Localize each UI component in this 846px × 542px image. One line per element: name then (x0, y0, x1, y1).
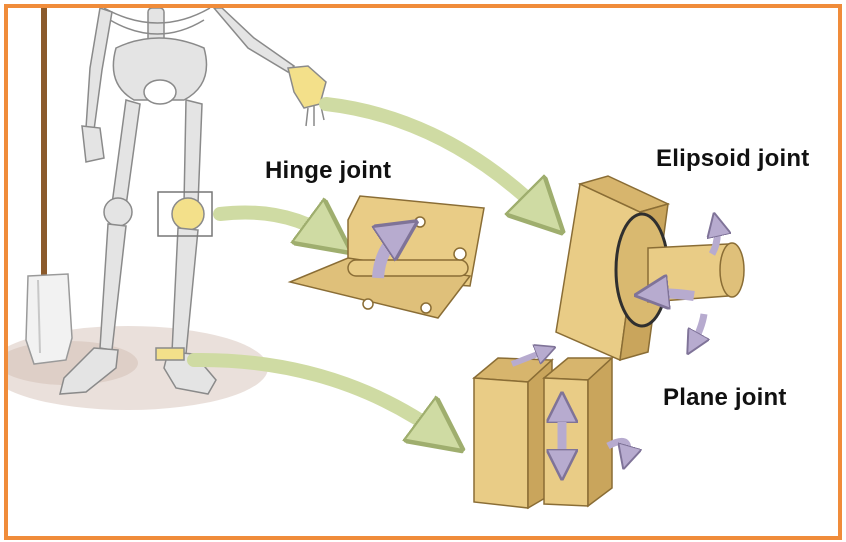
arrow-ankle-to-plane (187, 352, 446, 438)
hinge-joint-icon (287, 195, 485, 319)
arrow-hand-to-ellipsoid (319, 97, 548, 218)
diagram-frame: Hinge joint Elipsoid joint Plane joint (4, 4, 842, 540)
shovel-icon (25, 8, 73, 365)
plane-joint-icon (472, 350, 628, 510)
ellipsoid-joint-label: Elipsoid joint (656, 145, 810, 172)
connector-arrows (187, 97, 548, 438)
plane-joint-label: Plane joint (663, 384, 787, 411)
ellipsoid-joint-icon (555, 175, 745, 362)
skeleton-figure-icon (59, 8, 327, 395)
joints-illustration (8, 8, 745, 510)
knee-highlight-box (157, 191, 213, 237)
hinge-joint-label: Hinge joint (265, 157, 392, 184)
arrow-knee-to-hinge (213, 212, 334, 240)
